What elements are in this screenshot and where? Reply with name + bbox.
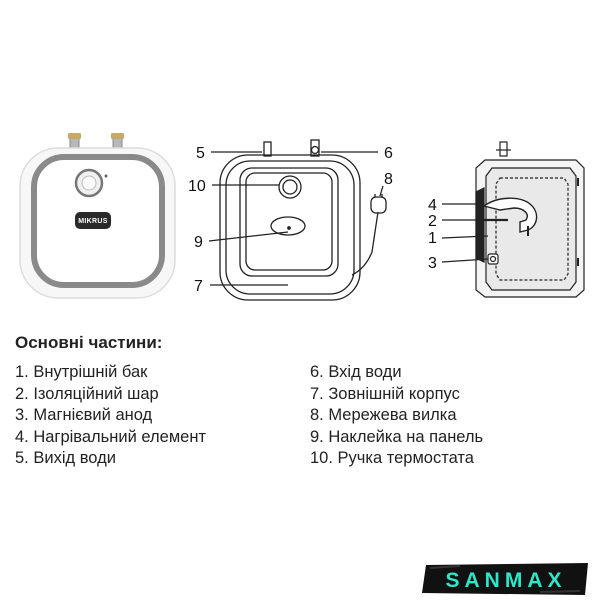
side-callouts: 4 2 1 3 <box>428 197 437 272</box>
power-cord <box>351 211 379 276</box>
part-item: 5. Вихід води <box>15 449 116 467</box>
part-item: 7. Зовнішній корпус <box>310 384 460 403</box>
side-front-panel <box>475 187 485 263</box>
brand-label: MIKRUS <box>78 218 107 225</box>
product-diagram: MIKRUS 5 6 10 8 9 7 <box>19 133 585 301</box>
product-photo: MIKRUS <box>19 133 176 299</box>
front-line-drawing <box>208 139 387 301</box>
callout-9: 9 <box>194 234 203 251</box>
outlet-pipe <box>263 141 272 157</box>
callout-7: 7 <box>194 278 203 295</box>
heating-element <box>482 197 538 233</box>
part-item: 9. Наклейка на панель <box>310 427 484 446</box>
part-item: 8. Мережева вилка <box>310 406 457 424</box>
power-plug <box>370 196 387 214</box>
front-panel-outline <box>239 167 339 277</box>
part-item: 2. Ізоляційний шар <box>15 384 159 403</box>
part-item: 10. Ручка термостата <box>310 449 474 467</box>
parts-list-left: 1. Внутрішній бак 2. Ізоляційний шар 3. … <box>15 362 206 470</box>
sanmax-logo-text: SANMAX <box>445 569 566 592</box>
parts-title: Основні частини: <box>15 333 163 352</box>
parts-list-right: 6. Вхід води 7. Зовнішній корпус 8. Мере… <box>310 362 483 470</box>
callout-5: 5 <box>196 145 205 162</box>
magnesium-anode <box>487 253 499 265</box>
sanmax-watermark-logo: SANMAX <box>422 563 588 595</box>
callout-8: 8 <box>384 171 393 188</box>
part-item: 4. Нагрівальний елемент <box>15 427 207 446</box>
callout-6: 6 <box>384 145 393 162</box>
part-item: 6. Вхід води <box>310 363 402 381</box>
callout-3: 3 <box>428 255 437 272</box>
panel-sticker <box>270 216 306 236</box>
outer-case-outline <box>219 154 361 301</box>
thermostat-knob[interactable] <box>278 175 302 199</box>
side-cutaway-drawing <box>441 141 585 298</box>
callout-1: 1 <box>428 230 437 247</box>
brand-plate <box>75 212 111 229</box>
callout-4: 4 <box>428 197 437 214</box>
part-item: 1. Внутрішній бак <box>15 363 148 381</box>
front-callouts: 5 6 10 8 9 7 <box>188 145 393 295</box>
callout-2: 2 <box>428 213 437 230</box>
part-item: 3. Магнієвий анод <box>15 406 153 424</box>
callout-10: 10 <box>188 178 206 195</box>
